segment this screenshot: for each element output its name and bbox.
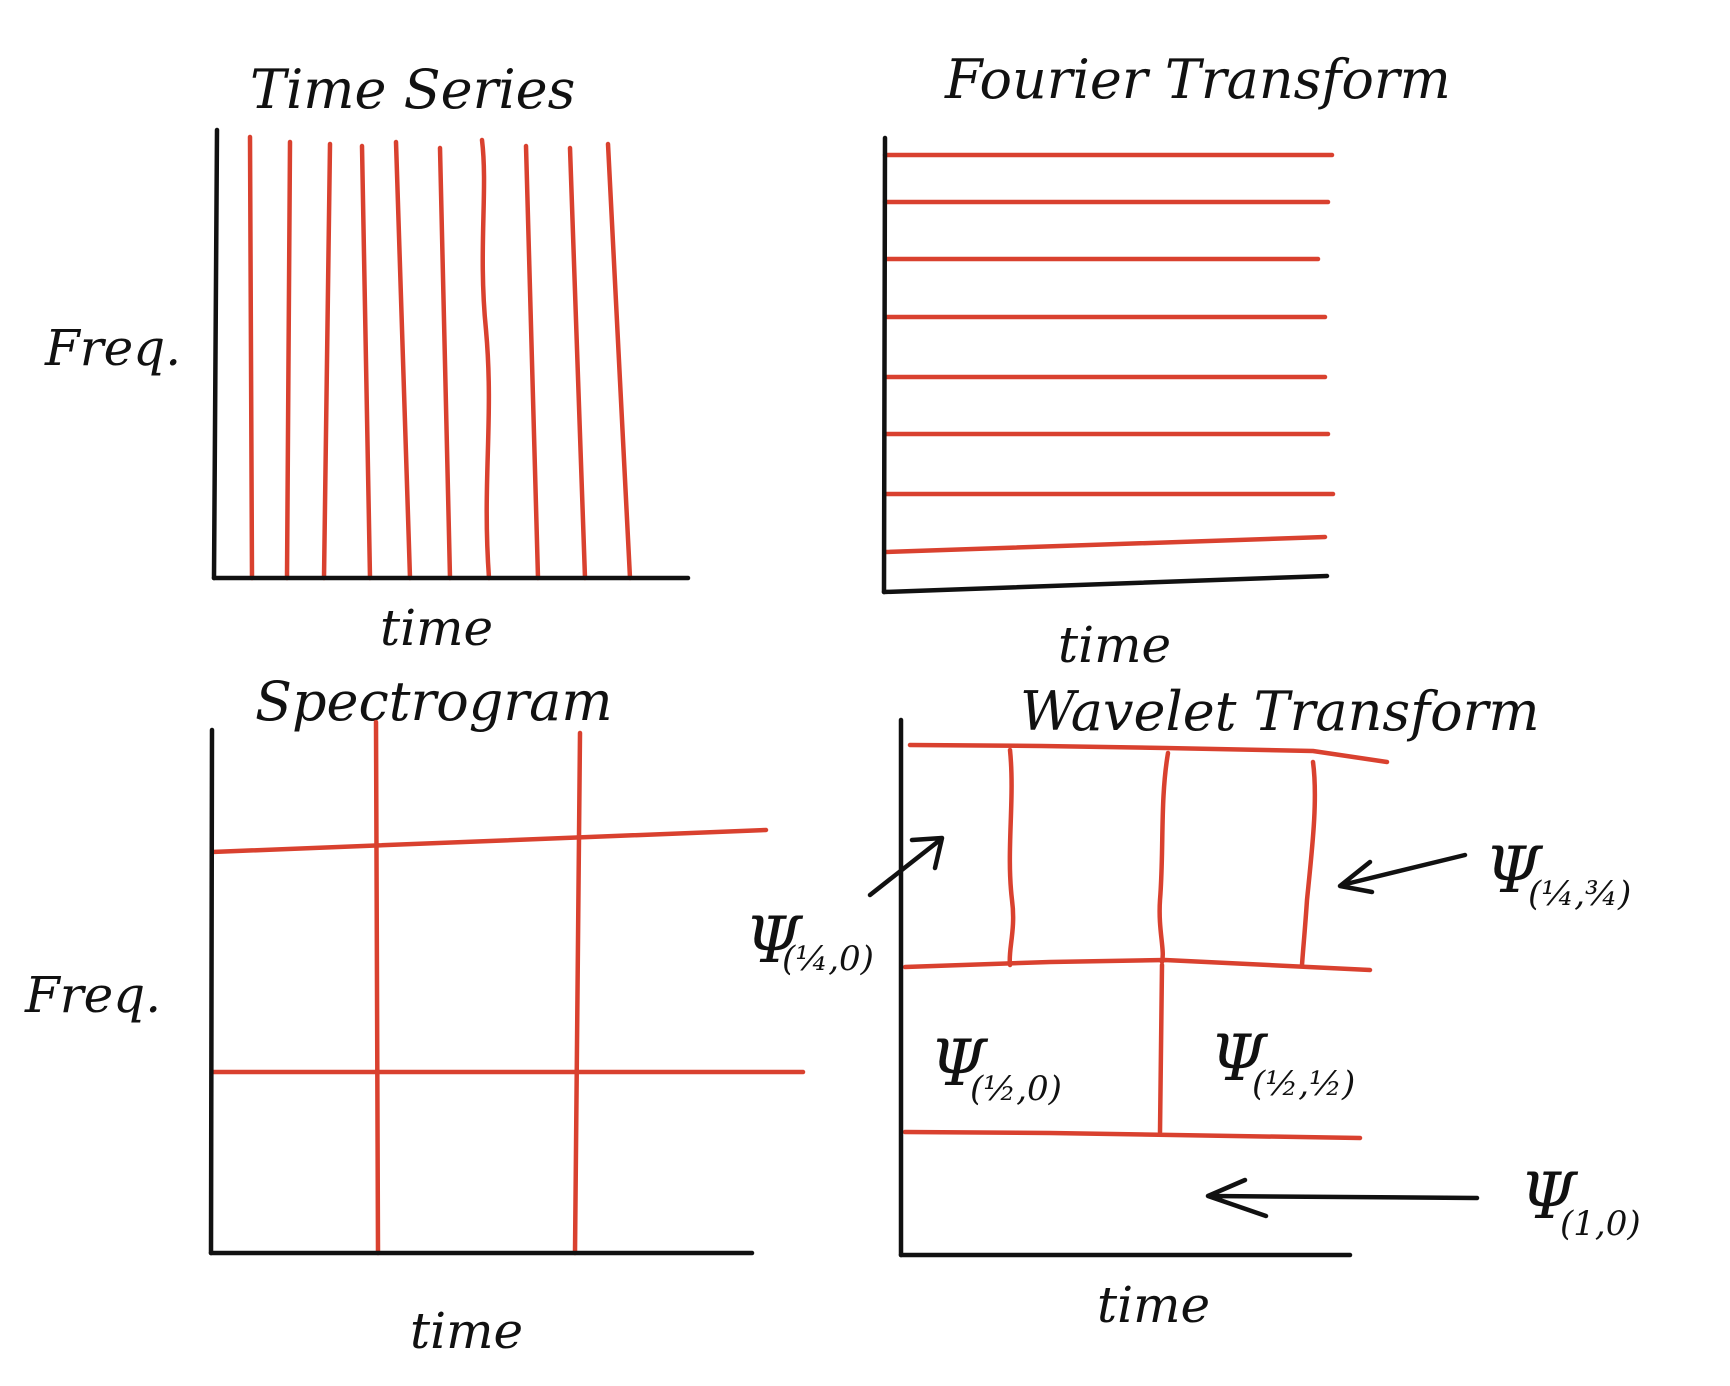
time-series-title: Time Series [250,58,575,121]
spectrogram-y-axis [208,727,215,1256]
time-series-lines [247,134,633,581]
fourier-line [882,534,1328,555]
time-series-ylabel: Freq. [44,319,181,377]
fourier-y-axis [881,135,888,595]
time-series-panel: Time Series Freq. time [44,58,691,657]
spectrogram-hline [209,827,769,855]
time-series-line [437,145,453,581]
spectrogram-vline [373,719,381,1256]
psi-symbol: Ψ [745,904,804,978]
wavelet-panel: Wavelet Transform time Ψ (¼,0) Ψ (¼,¾) [745,680,1641,1334]
time-series-line [284,139,293,581]
time-series-xlabel: time [380,599,493,657]
psi-half-half-label: Ψ (½,½) [1210,1022,1355,1104]
time-series-line [567,145,588,581]
time-series-line [359,143,373,581]
psi-quarter-three-label: Ψ (¼,¾) [1485,834,1631,914]
wavelet-hline [902,1129,1363,1141]
fourier-xlabel: time [1058,616,1171,674]
psi-subscript: (¼,0) [782,939,874,979]
time-series-line [321,141,333,581]
wavelet-title: Wavelet Transform [1020,680,1540,743]
wavelet-hline [907,742,1390,765]
wavelet-arrows [867,835,1480,1219]
spectrogram-panel: Spectrogram Freq. time [24,670,806,1360]
fourier-lines [882,152,1336,555]
time-series-line [393,139,413,581]
wavelet-hline [902,957,1373,973]
spectrogram-vline [572,730,583,1256]
psi-symbol: Ψ [930,1027,989,1101]
spectrogram-grid [209,719,806,1256]
wavelet-vline [1157,750,1171,965]
wavelet-xlabel: time [1097,1276,1210,1334]
arrow-to-quarter-three-cell [1337,852,1468,895]
wavelet-vline [1299,759,1318,968]
fourier-title: Fourier Transform [944,48,1451,111]
spectrogram-xlabel: time [410,1302,523,1360]
fourier-x-axis [881,573,1330,595]
arrow-to-quarter-zero-cell [867,835,945,898]
psi-symbol: Ψ [1520,1160,1579,1234]
arrow-to-one-zero-band [1205,1177,1480,1219]
spectrogram-ylabel: Freq. [24,966,161,1024]
psi-subscript: (¼,¾) [1528,874,1631,914]
time-series-line [605,141,633,581]
psi-subscript: (½,½) [1252,1064,1355,1104]
psi-one-zero-label: Ψ (1,0) [1520,1160,1641,1244]
wavelet-vline [1157,962,1165,1135]
time-series-line [247,134,255,581]
psi-half-zero-label: Ψ (½,0) [930,1027,1062,1109]
psi-subscript: (½,0) [970,1069,1062,1109]
wavelet-tiling [902,742,1390,1141]
psi-subscript: (1,0) [1560,1204,1641,1244]
psi-quarter-zero-label: Ψ (¼,0) [745,904,874,979]
wavelet-vline [1007,747,1016,968]
psi-symbol: Ψ [1210,1022,1269,1096]
time-series-line [479,137,492,581]
spectrogram-title: Spectrogram [255,670,613,733]
psi-symbol: Ψ [1485,834,1544,908]
fourier-panel: Fourier Transform time [881,48,1451,674]
time-series-line [523,143,541,581]
time-series-y-axis [211,127,220,581]
